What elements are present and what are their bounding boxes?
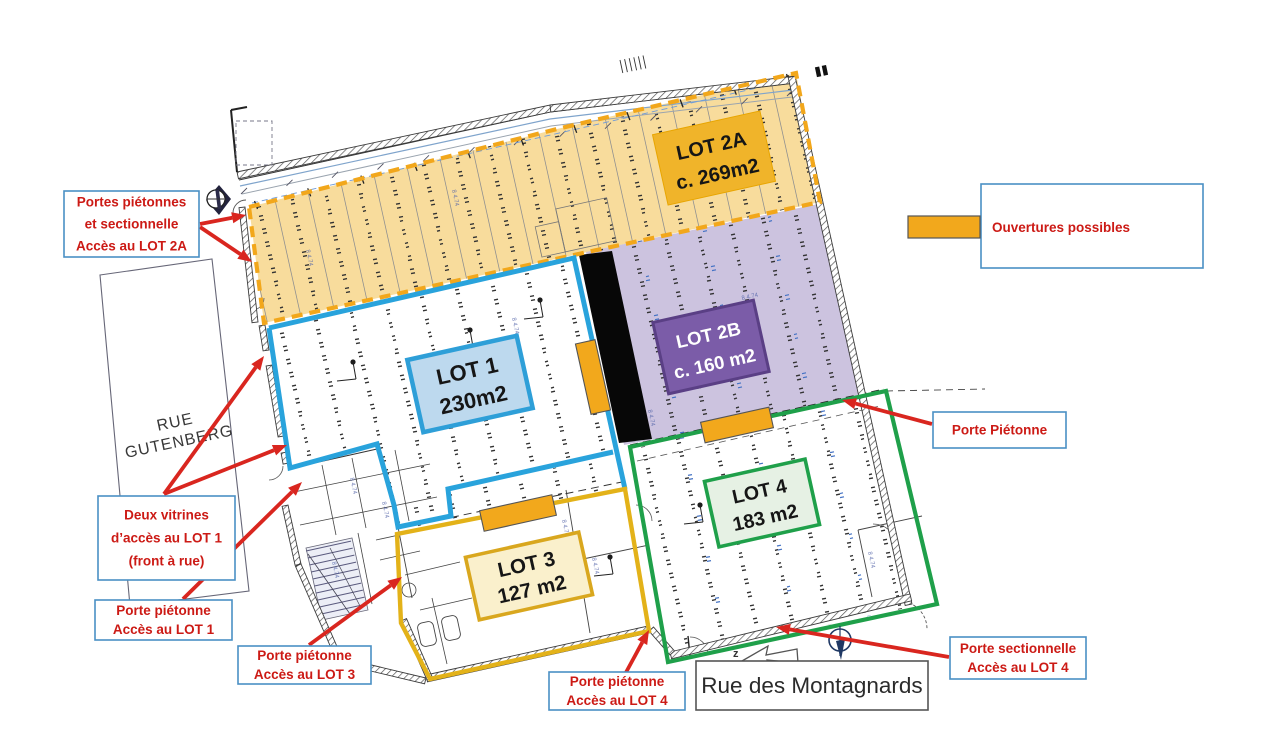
svg-text:8 4.74: 8 4.74 — [510, 317, 519, 335]
svg-text:(front à rue): (front à rue) — [129, 554, 205, 569]
svg-text:Accès au LOT 4: Accès au LOT 4 — [566, 693, 668, 708]
svg-text:z: z — [733, 648, 739, 660]
svg-text:8 4.74: 8 4.74 — [741, 292, 759, 301]
svg-text:8 4.74: 8 4.74 — [646, 409, 655, 427]
svg-text:Rue des Montagnards: Rue des Montagnards — [701, 673, 922, 698]
svg-text:Accès au LOT 3: Accès au LOT 3 — [254, 667, 356, 682]
svg-text:Porte piétonne: Porte piétonne — [116, 603, 211, 618]
svg-text:8 4.74: 8 4.74 — [330, 561, 339, 579]
svg-text:8 4.74: 8 4.74 — [450, 189, 459, 207]
svg-text:Deux vitrines: Deux vitrines — [124, 508, 209, 523]
svg-text:8 4.74: 8 4.74 — [866, 551, 875, 569]
svg-text:Portes piétonnes: Portes piétonnes — [77, 195, 187, 210]
svg-text:d’accès au LOT 1: d’accès au LOT 1 — [111, 531, 223, 546]
svg-text:8 4.74: 8 4.74 — [348, 477, 357, 495]
svg-text:Porte piétonne: Porte piétonne — [257, 648, 352, 663]
svg-text:Accès au LOT 2A: Accès au LOT 2A — [76, 239, 187, 254]
svg-text:8 4.74: 8 4.74 — [380, 501, 389, 519]
svg-text:Porte sectionnelle: Porte sectionnelle — [960, 641, 1077, 656]
svg-text:8 4.74: 8 4.74 — [304, 249, 313, 267]
svg-text:Accès au LOT 1: Accès au LOT 1 — [113, 622, 215, 637]
svg-text:Ouvertures possibles: Ouvertures possibles — [992, 220, 1130, 235]
svg-text:Porte Piétonne: Porte Piétonne — [952, 423, 1048, 438]
svg-text:Porte piétonne: Porte piétonne — [570, 674, 665, 689]
svg-text:8 4.74: 8 4.74 — [560, 519, 569, 537]
svg-text:et sectionnelle: et sectionnelle — [85, 217, 179, 232]
svg-text:Accès au LOT 4: Accès au LOT 4 — [967, 660, 1069, 675]
svg-text:8 4.74: 8 4.74 — [590, 557, 599, 575]
